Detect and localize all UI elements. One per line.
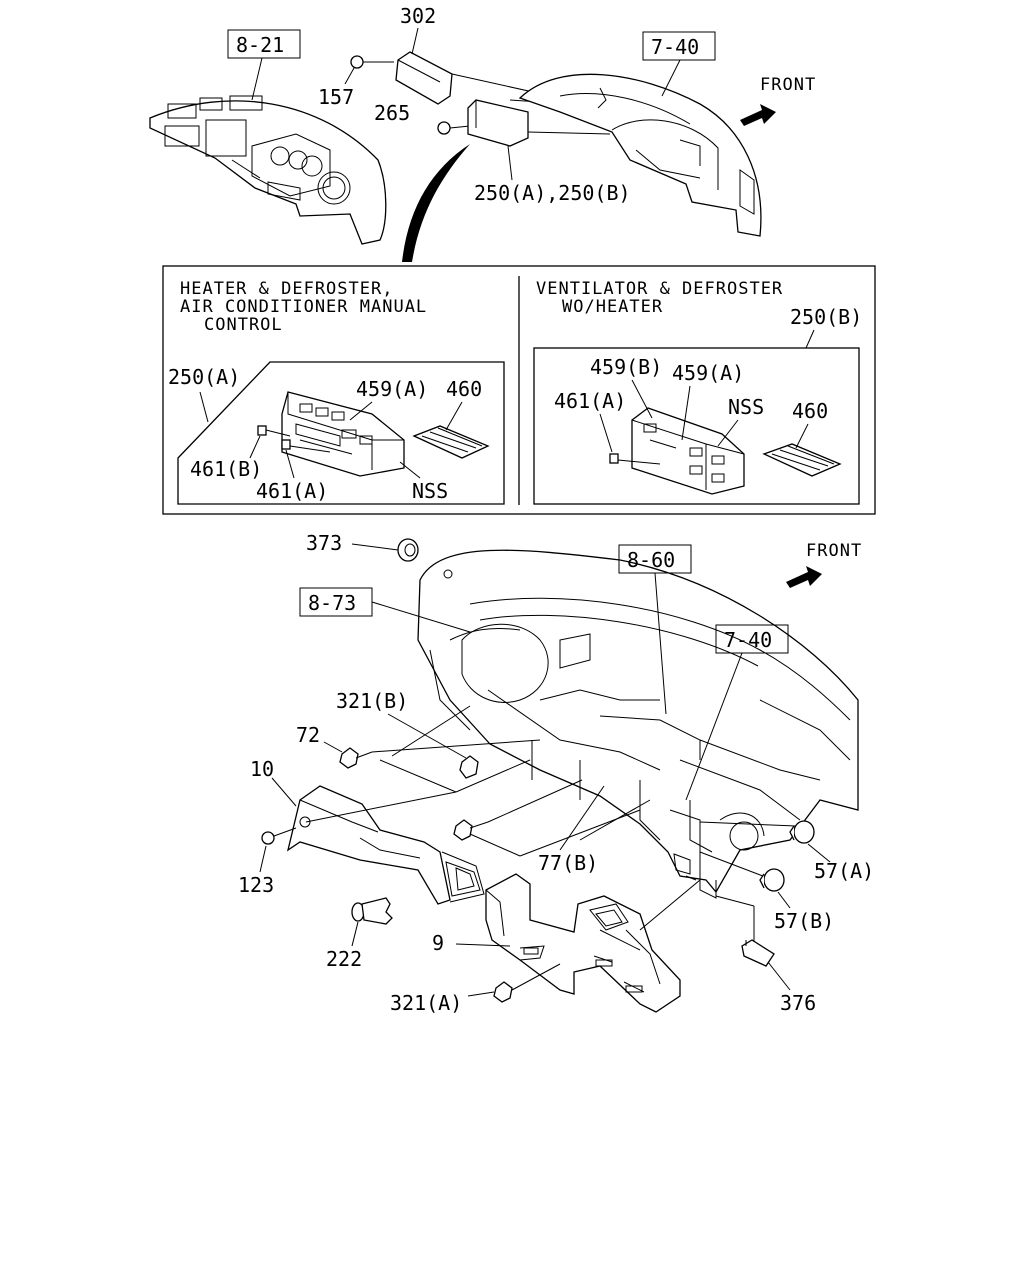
callout-373: 373: [306, 531, 342, 555]
callout-250b: 250(B): [790, 305, 862, 329]
ref-box-7-40-top: [642, 31, 716, 61]
dashboard-lower-details: [429, 569, 851, 853]
front-label-bottom: FRONT: [806, 541, 862, 561]
inset-right-title-1: VENTILATOR & DEFROSTER: [536, 279, 783, 299]
inset-right-title-2: WO/HEATER: [562, 297, 663, 317]
front-label-top: FRONT: [760, 75, 816, 95]
callout-460-right: 460: [792, 399, 828, 423]
callout-461a-right: 461(A): [554, 389, 626, 413]
clip-376: [741, 939, 775, 967]
callout-72: 72: [296, 723, 320, 747]
ref-7-40-top: 7-40: [651, 35, 699, 59]
ref-box-7-40-bottom: [715, 624, 789, 654]
ref-8-60: 8-60: [627, 548, 675, 572]
duct-10: [286, 785, 451, 905]
front-arrow-top-icon: [740, 104, 776, 126]
dashboard-frame-details: [559, 87, 755, 215]
callout-250ab: 250(A),250(B): [474, 181, 631, 205]
callout-swoosh-arrow-icon: [402, 144, 470, 262]
control-unit-250: [467, 99, 529, 147]
callout-157: 157: [318, 85, 354, 109]
ref-8-73: 8-73: [308, 591, 356, 615]
screw-265: [437, 121, 471, 135]
ref-box-8-21: [227, 29, 301, 59]
inset-left-title-3: CONTROL: [204, 315, 283, 335]
callout-10: 10: [250, 757, 274, 781]
inset-left-title-1: HEATER & DEFROSTER,: [180, 279, 393, 299]
dashboard-frame: [518, 73, 762, 237]
panel-cover-460-left: [412, 425, 490, 459]
inset-left-title-2: AIR CONDITIONER MANUAL: [180, 297, 427, 317]
callout-459a-right: 459(A): [672, 361, 744, 385]
control-head-ac: [281, 391, 405, 477]
duct-10-details: [299, 799, 485, 903]
callout-459b: 459(B): [590, 355, 662, 379]
callout-460-left: 460: [446, 377, 482, 401]
callout-321a: 321(A): [390, 991, 462, 1015]
callout-123: 123: [238, 873, 274, 897]
callout-302: 302: [400, 4, 436, 28]
nut-321a: [493, 981, 513, 1003]
screw-123: [261, 827, 297, 845]
top-instrument-panel-group: 8-21 157 302 265 250(A),250(B): [149, 4, 816, 262]
control-head-vent-details: [631, 419, 745, 490]
bracket-57: [669, 809, 717, 899]
callout-376: 376: [780, 991, 816, 1015]
nut-321b: [459, 755, 479, 779]
control-head-vent: [631, 407, 745, 495]
bolt-72: [339, 747, 373, 769]
control-head-ac-details: [287, 392, 404, 470]
callout-250a: 250(A): [168, 365, 240, 389]
grommet-373: [397, 538, 419, 562]
cluster-panel-details: [164, 95, 351, 205]
callout-57a: 57(A): [814, 859, 874, 883]
callout-9: 9: [432, 931, 444, 955]
bottom-dash-assembly: 373 8-60 8-73 7-40 FRONT 321(B) 72: [238, 531, 874, 1015]
clip-222: [351, 897, 393, 925]
bulb-461b: [257, 425, 267, 436]
duct-9-details: [485, 889, 661, 993]
ref-7-40-bottom: 7-40: [724, 628, 772, 652]
module-302: [395, 51, 453, 105]
callout-57b: 57(B): [774, 909, 834, 933]
instrument-cluster-panel: [149, 100, 387, 245]
grommet-57b: [759, 868, 785, 892]
ref-8-21: 8-21: [236, 33, 284, 57]
grommet-57a: [789, 820, 815, 844]
dashboard-lower: [417, 549, 859, 894]
bulb-461a-right: [609, 453, 619, 464]
panel-cover-460-right: [762, 443, 842, 477]
front-arrow-bottom-icon: [786, 566, 822, 588]
callout-461a-left: 461(A): [256, 479, 328, 503]
callout-459a-left: 459(A): [356, 377, 428, 401]
bolt-77b: [453, 819, 489, 841]
callout-222: 222: [326, 947, 362, 971]
callout-265: 265: [374, 101, 410, 125]
variant-inset: HEATER & DEFROSTER, AIR CONDITIONER MANU…: [162, 265, 876, 515]
callout-77b: 77(B): [538, 851, 598, 875]
callout-461b: 461(B): [190, 457, 262, 481]
callout-nss-left: NSS: [412, 479, 448, 503]
callout-321b: 321(B): [336, 689, 408, 713]
screw-157: [350, 55, 394, 69]
bulb-461a-left: [281, 439, 291, 450]
duct-9: [485, 873, 681, 1013]
callout-nss-right: NSS: [728, 395, 764, 419]
